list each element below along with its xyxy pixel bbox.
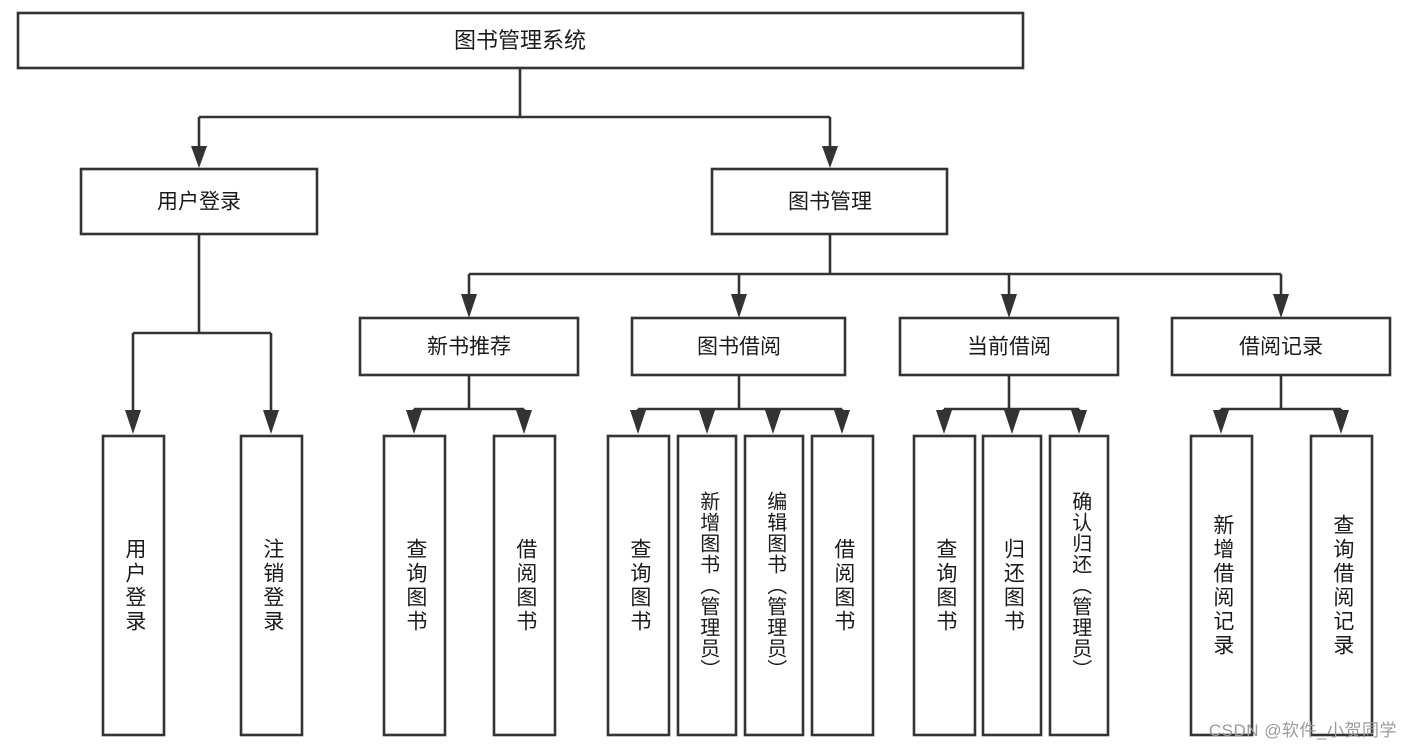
node-book-management[interactable]: 图书管理 <box>710 167 949 236</box>
leaf-group-borrow-record <box>1189 434 1374 737</box>
connector-currentborrow-to-leaves <box>936 375 1087 434</box>
leaf-box-query-book-1[interactable] <box>382 434 447 737</box>
node-user-login-label: 用户登录 <box>157 191 241 214</box>
node-root-label: 图书管理系统 <box>454 28 586 53</box>
node-root-system[interactable]: 图书管理系统 <box>16 11 1025 70</box>
connector-bookmgmt-to-level3 <box>461 234 1289 318</box>
node-user-login[interactable]: 用户登录 <box>79 167 319 236</box>
connector-borrowrecord-to-leaves <box>1213 375 1349 434</box>
watermark-text: CSDN @软件_小贺同学 <box>1208 721 1397 740</box>
node-book-borrow[interactable]: 图书借阅 <box>630 316 847 377</box>
node-borrow-record-label: 借阅记录 <box>1239 336 1323 359</box>
leaf-box-confirm-return-admin[interactable] <box>1048 434 1110 737</box>
connector-userlogin-to-leaves <box>125 234 279 434</box>
leaf-group-user-login <box>101 434 304 737</box>
leaf-box-edit-book-admin[interactable] <box>743 434 805 737</box>
leaf-box-borrow-book-2[interactable] <box>810 434 875 737</box>
leaf-box-query-borrow-record[interactable] <box>1309 434 1374 737</box>
leaf-box-user-login[interactable] <box>101 434 166 737</box>
connector-newbook-to-leaves <box>406 375 532 434</box>
leaf-box-return-book[interactable] <box>981 434 1043 737</box>
leaf-group-current-borrow <box>912 434 1110 737</box>
leaf-box-query-book-2[interactable] <box>606 434 671 737</box>
leaf-group-book-borrow <box>606 434 875 737</box>
leaf-box-add-borrow-record[interactable] <box>1189 434 1254 737</box>
node-borrow-record[interactable]: 借阅记录 <box>1170 316 1392 377</box>
leaf-box-logout[interactable] <box>239 434 304 737</box>
leaf-box-query-book-3[interactable] <box>912 434 977 737</box>
node-book-management-label: 图书管理 <box>788 191 872 214</box>
node-current-borrow-label: 当前借阅 <box>967 336 1051 359</box>
node-book-borrow-label: 图书借阅 <box>697 336 781 359</box>
connector-bookborrow-to-leaves <box>630 375 850 434</box>
leaf-box-add-book-admin[interactable] <box>676 434 738 737</box>
leaf-box-borrow-book-1[interactable] <box>492 434 557 737</box>
leaf-group-new-book-recommend <box>382 434 557 737</box>
node-current-borrow[interactable]: 当前借阅 <box>898 316 1120 377</box>
connector-root-to-level2 <box>191 68 838 168</box>
node-new-book-recommend-label: 新书推荐 <box>427 336 511 359</box>
node-new-book-recommend[interactable]: 新书推荐 <box>358 316 580 377</box>
